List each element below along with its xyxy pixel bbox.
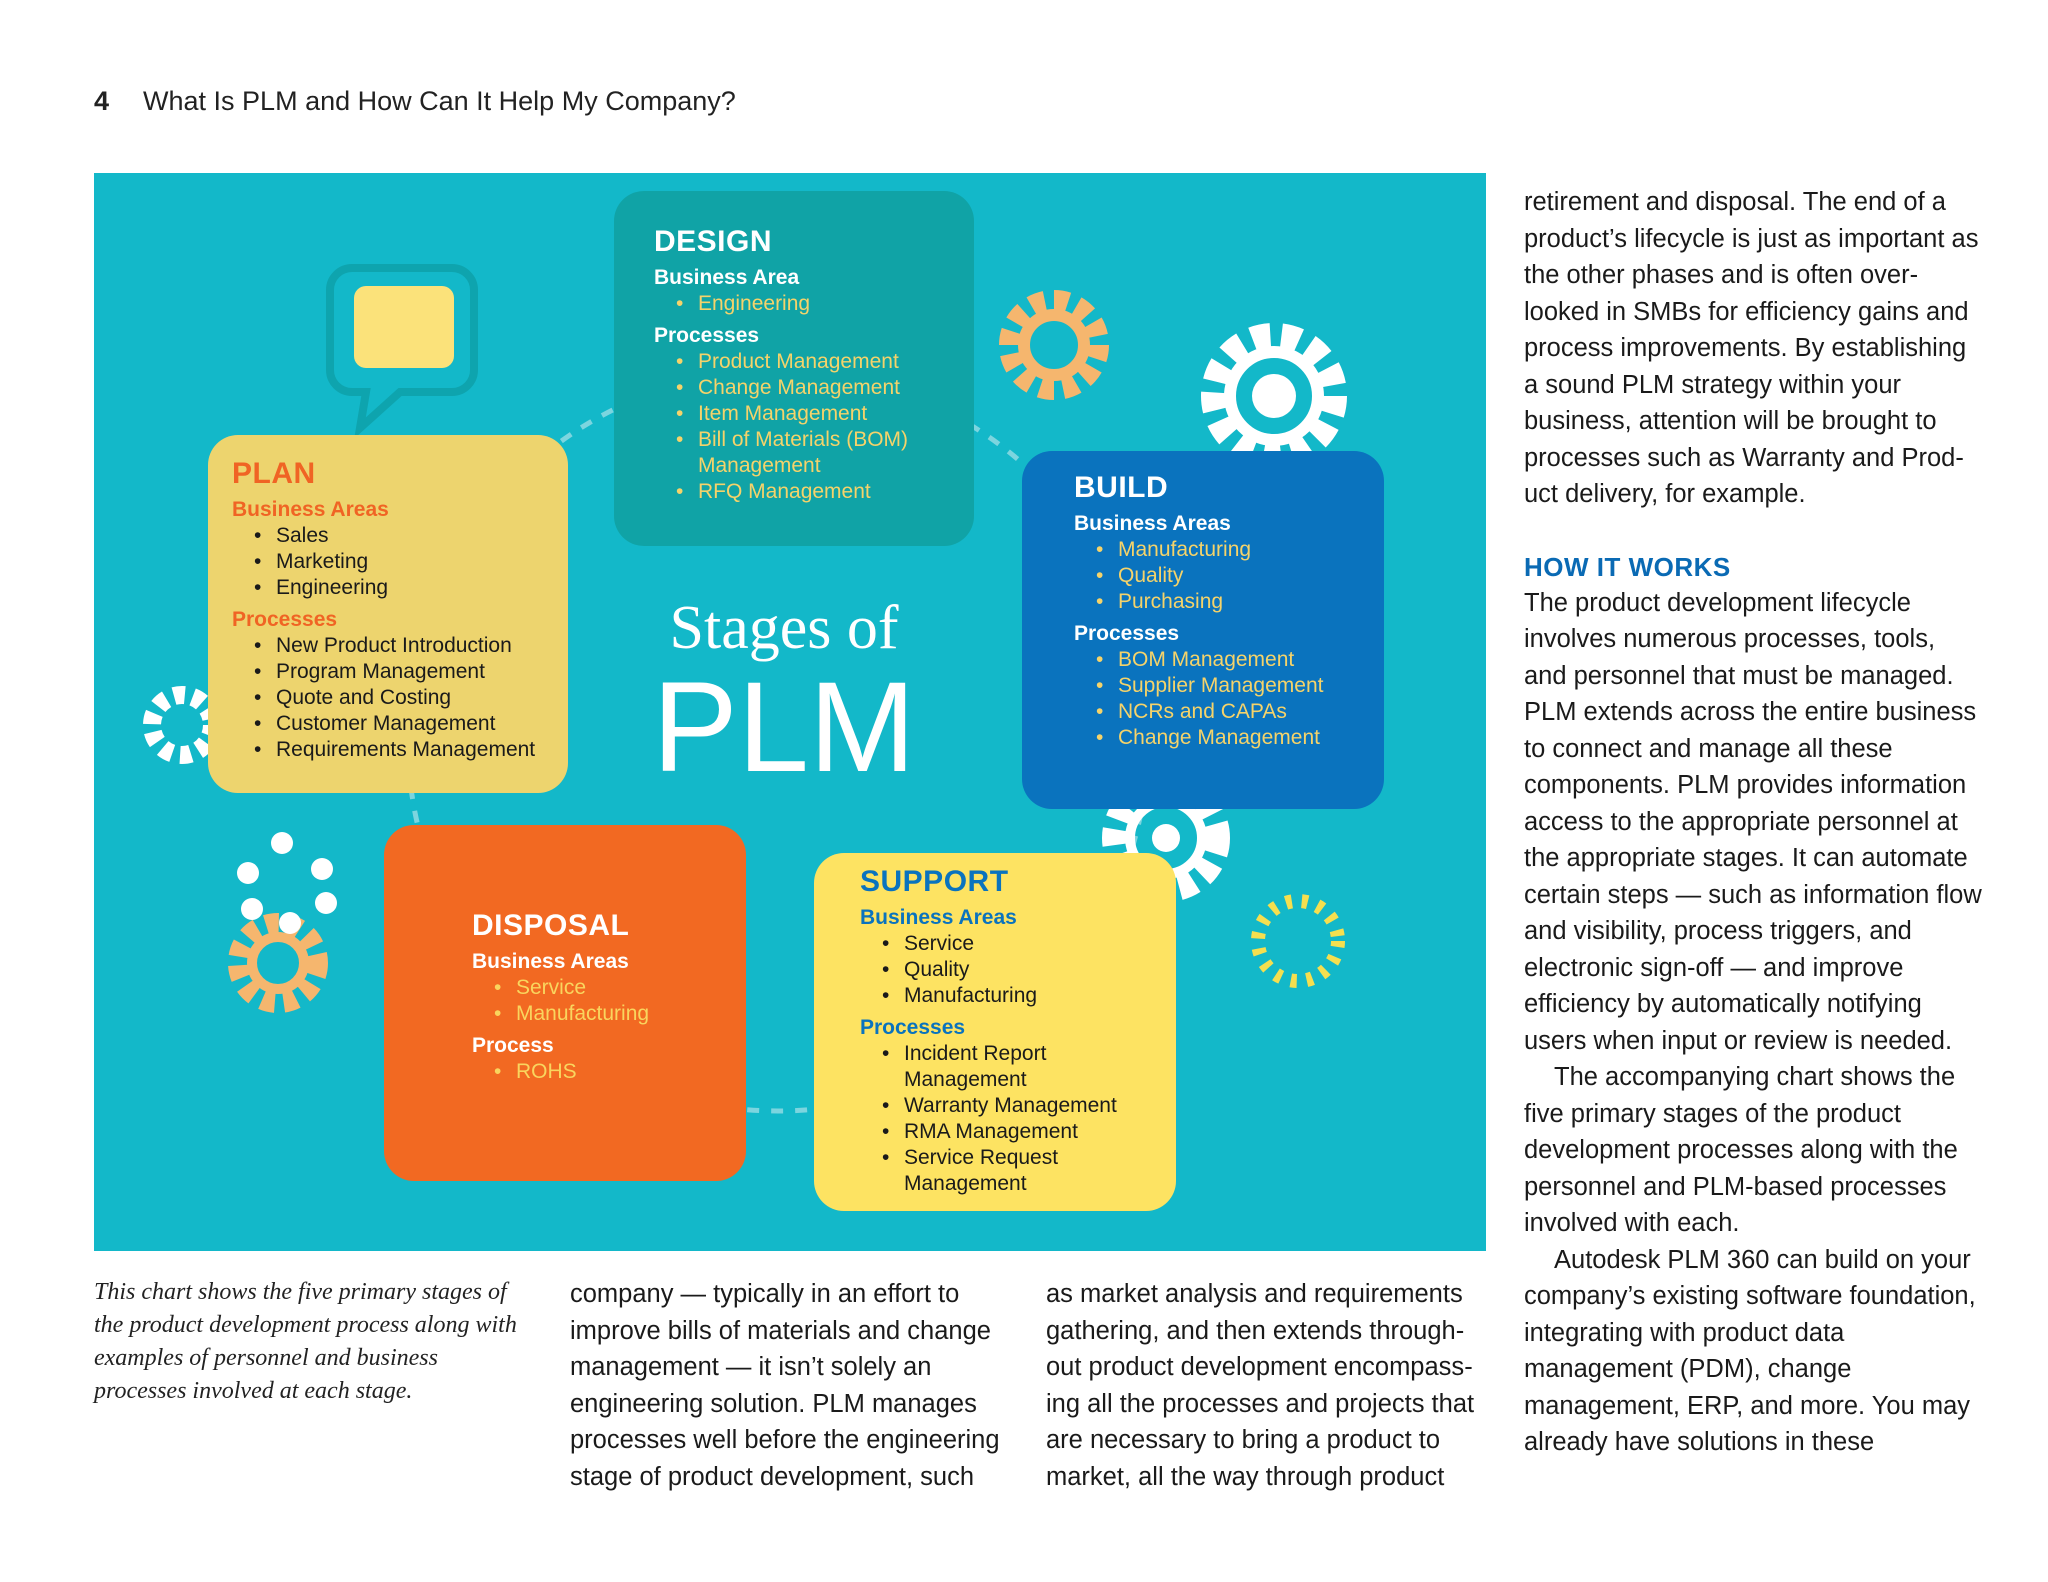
paragraph: company — typically in an effort to impr… — [570, 1280, 1000, 1491]
dot-cluster-icon — [237, 832, 337, 934]
build-business-label: Business Areas — [1074, 512, 1231, 535]
plm-stages-figure: DESIGN Business Area Engineering Process… — [94, 173, 1486, 1251]
design-business-label: Business Area — [654, 266, 800, 289]
gear-icon — [999, 290, 1109, 400]
list-item: Manufacturing — [1096, 537, 1384, 563]
list-item: Product Management — [676, 349, 974, 375]
list-item: Quality — [1096, 563, 1384, 589]
list-item: Supplier Management — [1096, 673, 1384, 699]
support-process-label: Processes — [860, 1016, 966, 1039]
plan-business-label: Business Areas — [232, 498, 389, 521]
list-item: Service — [494, 975, 746, 1001]
build-process-list: BOM Management Supplier Management NCRs … — [1074, 647, 1384, 751]
support-process-list: Incident Report Management Warranty Mana… — [860, 1041, 1176, 1197]
design-stage-card: DESIGN Business Area Engineering Process… — [614, 191, 974, 546]
support-title: SUPPORT — [860, 865, 1009, 898]
gear-icon — [143, 686, 221, 764]
paragraph: The product development lifecycle involv… — [1524, 588, 1982, 1055]
paragraph: Autodesk PLM 360 can build on your compa… — [1524, 1245, 1976, 1457]
speech-bubble-icon — [326, 264, 478, 439]
disposal-business-list: Service Manufacturing — [472, 975, 746, 1027]
design-title: DESIGN — [654, 225, 773, 258]
plm-text: PLM — [652, 656, 916, 799]
list-item: BOM Management — [1096, 647, 1384, 673]
support-business-list: Service Quality Manufacturing — [860, 931, 1176, 1009]
plan-title: PLAN — [232, 457, 316, 490]
design-business-list: Engineering — [654, 291, 974, 317]
list-item: ROHS — [494, 1059, 746, 1085]
disposal-business-label: Business Areas — [472, 950, 629, 973]
plan-business-list: Sales Marketing Engineering — [232, 523, 568, 601]
body-column-2: as market analysis and requirements gath… — [1046, 1276, 1486, 1495]
build-business-list: Manufacturing Quality Purchasing — [1074, 537, 1384, 615]
build-process-label: Processes — [1074, 622, 1180, 645]
stages-of-text: Stages of — [669, 594, 899, 662]
disposal-process-label: Process — [472, 1034, 554, 1057]
list-item: Manufacturing — [494, 1001, 746, 1027]
list-item: Incident Report Management — [882, 1041, 1074, 1093]
list-item: Change Management — [676, 375, 974, 401]
running-title: What Is PLM and How Can It Help My Compa… — [143, 86, 736, 116]
plan-process-label: Processes — [232, 608, 338, 631]
list-item: Engineering — [676, 291, 974, 317]
list-item: RFQ Management — [676, 479, 974, 505]
list-item: Change Management — [1096, 725, 1384, 751]
support-business-label: Business Areas — [860, 906, 1017, 929]
page-number: 4 — [94, 86, 110, 116]
build-stage-card: BUILD Business Areas Manufacturing Quali… — [1022, 451, 1384, 809]
build-title: BUILD — [1074, 471, 1169, 504]
list-item: Engineering — [254, 575, 568, 601]
list-item: Manufacturing — [882, 983, 1176, 1009]
list-item: Purchasing — [1096, 589, 1384, 615]
plan-process-list: New Product Introduction Program Managem… — [232, 633, 568, 763]
design-process-list: Product Management Change Management Ite… — [654, 349, 974, 505]
list-item: NCRs and CAPAs — [1096, 699, 1384, 725]
list-item: Quote and Costing — [254, 685, 568, 711]
list-item: Marketing — [254, 549, 568, 575]
stages-of-plm-title: Stages of PLM — [614, 593, 954, 793]
list-item: Service Request Management — [882, 1145, 1074, 1197]
list-item: Warranty Management — [882, 1093, 1176, 1119]
disposal-stage-card: DISPOSAL Business Areas Service Manufact… — [384, 825, 746, 1181]
list-item: Quality — [882, 957, 1176, 983]
plan-stage-card: PLAN Business Areas Sales Marketing Engi… — [208, 435, 568, 793]
list-item: Requirements Management — [254, 737, 568, 763]
disposal-title: DISPOSAL — [472, 909, 630, 942]
gear-icon — [228, 913, 328, 1013]
design-process-label: Processes — [654, 324, 760, 347]
body-column-3: retirement and disposal. The end of a pr… — [1524, 184, 1984, 1461]
body-column-1: company — typically in an effort to impr… — [570, 1276, 1010, 1495]
support-stage-card: SUPPORT Business Areas Service Quality M… — [814, 853, 1176, 1211]
list-item: Bill of Materials (BOM) Management — [676, 427, 928, 479]
list-item: Item Management — [676, 401, 974, 427]
paragraph: The accompanying chart shows the five pr… — [1524, 1063, 1958, 1237]
disposal-process-list: ROHS — [472, 1059, 746, 1085]
list-item: Service — [882, 931, 1176, 957]
paragraph: as market analysis and requirements gath… — [1046, 1280, 1475, 1491]
list-item: Customer Management — [254, 711, 568, 737]
figure-caption: This chart shows the five primary stages… — [94, 1279, 517, 1404]
list-item: RMA Management — [882, 1119, 1176, 1145]
paragraph: retirement and disposal. The end of a pr… — [1524, 188, 1979, 508]
sunburst-icon — [1251, 894, 1345, 988]
list-item: New Product Introduction — [254, 633, 568, 659]
page-header: 4 What Is PLM and How Can It Help My Comp… — [94, 86, 736, 117]
gear-icon — [1201, 323, 1347, 469]
list-item: Program Management — [254, 659, 568, 685]
list-item: Sales — [254, 523, 568, 549]
section-heading-how-it-works: HOW IT WORKS — [1524, 551, 1731, 582]
